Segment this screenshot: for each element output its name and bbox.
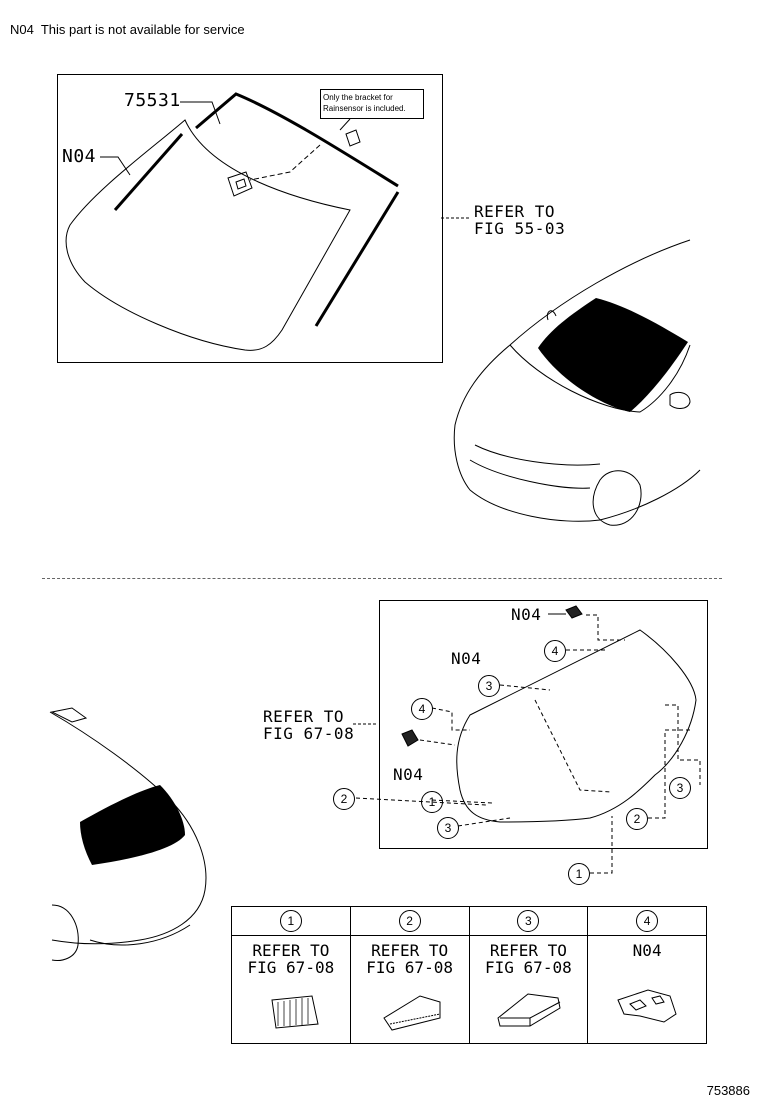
leader-dash-i: [457, 817, 511, 827]
legend-table: 1 2 3 4 REFER TO FIG 67-08 REFER TO FIG …: [231, 906, 707, 1044]
marker-circle: 4: [411, 698, 433, 720]
note-text: This part is not available for service: [40, 22, 245, 37]
marker-circle: 3: [478, 675, 500, 697]
legend-line2: FIG 67-08: [485, 958, 572, 977]
n04-clip-top: [565, 605, 583, 619]
leader-dash-k: [648, 729, 690, 819]
n04-clip-left: [401, 729, 419, 747]
back-glass-detail-box: [379, 600, 708, 849]
legend-header-cell: 2: [349, 906, 470, 936]
car-front-antenna: [546, 310, 557, 321]
legend-cell: REFER TO FIG 67-08: [231, 935, 351, 1044]
car-rear-glass-highlight: [80, 785, 185, 865]
refer-fig-rear: FIG 67-08: [263, 724, 355, 743]
leader-dash-g: [355, 797, 487, 806]
marker-circle: 3: [437, 817, 459, 839]
back-glass-outline: [456, 629, 697, 823]
windshield-outline: [65, 119, 351, 351]
leader-bracket: [249, 144, 321, 181]
refer-fig-front: FIG 55-03: [474, 219, 566, 238]
part-number-label: 75531: [124, 90, 181, 111]
legend-line2: FIG 67-08: [366, 958, 453, 977]
marker-circle: 2: [626, 808, 648, 830]
availability-note: N04 This part is not available for servi…: [10, 22, 245, 37]
leader-part-number: [180, 101, 221, 125]
leader-dash-a: [586, 614, 625, 641]
leader-dash-j: [665, 704, 701, 785]
car-front-grille: [469, 444, 601, 489]
car-front-mirror: [669, 391, 691, 409]
legend-num: 1: [279, 910, 302, 932]
leader-dash-c: [499, 684, 551, 691]
marker-circle: 4: [544, 640, 566, 662]
car-rear-body: [49, 711, 207, 945]
leader-dash-f: [419, 739, 456, 746]
leader-callout: [339, 118, 351, 131]
legend-cell: REFER TO FIG 67-08: [468, 935, 589, 1044]
windshield-code-label: N04: [62, 146, 97, 167]
bracket-detail-small: [345, 129, 361, 147]
car-front-hood: [509, 344, 691, 413]
car-rear-spoiler: [50, 707, 88, 723]
legend-cell: N04: [587, 935, 707, 1044]
legend-line2: FIG 67-08: [247, 958, 335, 977]
n04-label-left: N04: [393, 765, 424, 784]
car-front-body: [453, 239, 701, 522]
legend-header-cell: 1: [231, 906, 351, 936]
legend-body-row: REFER TO FIG 67-08 REFER TO FIG 67-08 RE…: [231, 935, 707, 1044]
car-rear-wheel: [51, 904, 79, 961]
n04-label-top: N04: [511, 605, 542, 624]
windshield-molding-left: [113, 133, 184, 211]
marker-circle: 2: [333, 788, 355, 810]
n04-label-glass: N04: [451, 649, 482, 668]
windshield-molding-right: [314, 191, 400, 327]
legend-cell: REFER TO FIG 67-08: [349, 935, 470, 1044]
rainsensor-bracket-callout: Only the bracket for Rainsensor is inclu…: [320, 89, 424, 119]
legend-line1: N04: [632, 941, 662, 960]
refer-label-rear: REFER TO: [263, 707, 345, 726]
legend-header-row: 1 2 3 4: [231, 906, 707, 936]
car-rear-bumper: [89, 924, 191, 946]
leader-dash-d: [534, 699, 613, 793]
windshield-molding-top: [195, 92, 399, 188]
marker-circle: 1: [568, 863, 590, 885]
car-front-wheel: [592, 470, 642, 526]
legend-header-cell: 4: [587, 906, 707, 936]
legend-header-cell: 3: [468, 906, 589, 936]
legend-num: 2: [398, 910, 421, 932]
leader-dash-e: [431, 707, 470, 731]
rainsensor-bracket: [227, 171, 253, 197]
note-code: N04: [10, 22, 34, 37]
section-divider: [42, 578, 722, 579]
legend-line1: REFER TO: [489, 941, 567, 960]
car-windshield-highlight: [538, 298, 688, 412]
legend-line1: REFER TO: [252, 941, 330, 960]
illustration-id: 753886: [706, 1083, 750, 1098]
leader-dash-h: [431, 799, 493, 804]
refer-label-front: REFER TO: [474, 202, 556, 221]
legend-num: 4: [636, 910, 659, 932]
marker-circle: 3: [669, 777, 691, 799]
leader-windshield-code: [100, 156, 131, 176]
legend-line1: REFER TO: [371, 941, 449, 960]
legend-num: 3: [517, 910, 540, 932]
leader-dash-l: [590, 816, 613, 874]
